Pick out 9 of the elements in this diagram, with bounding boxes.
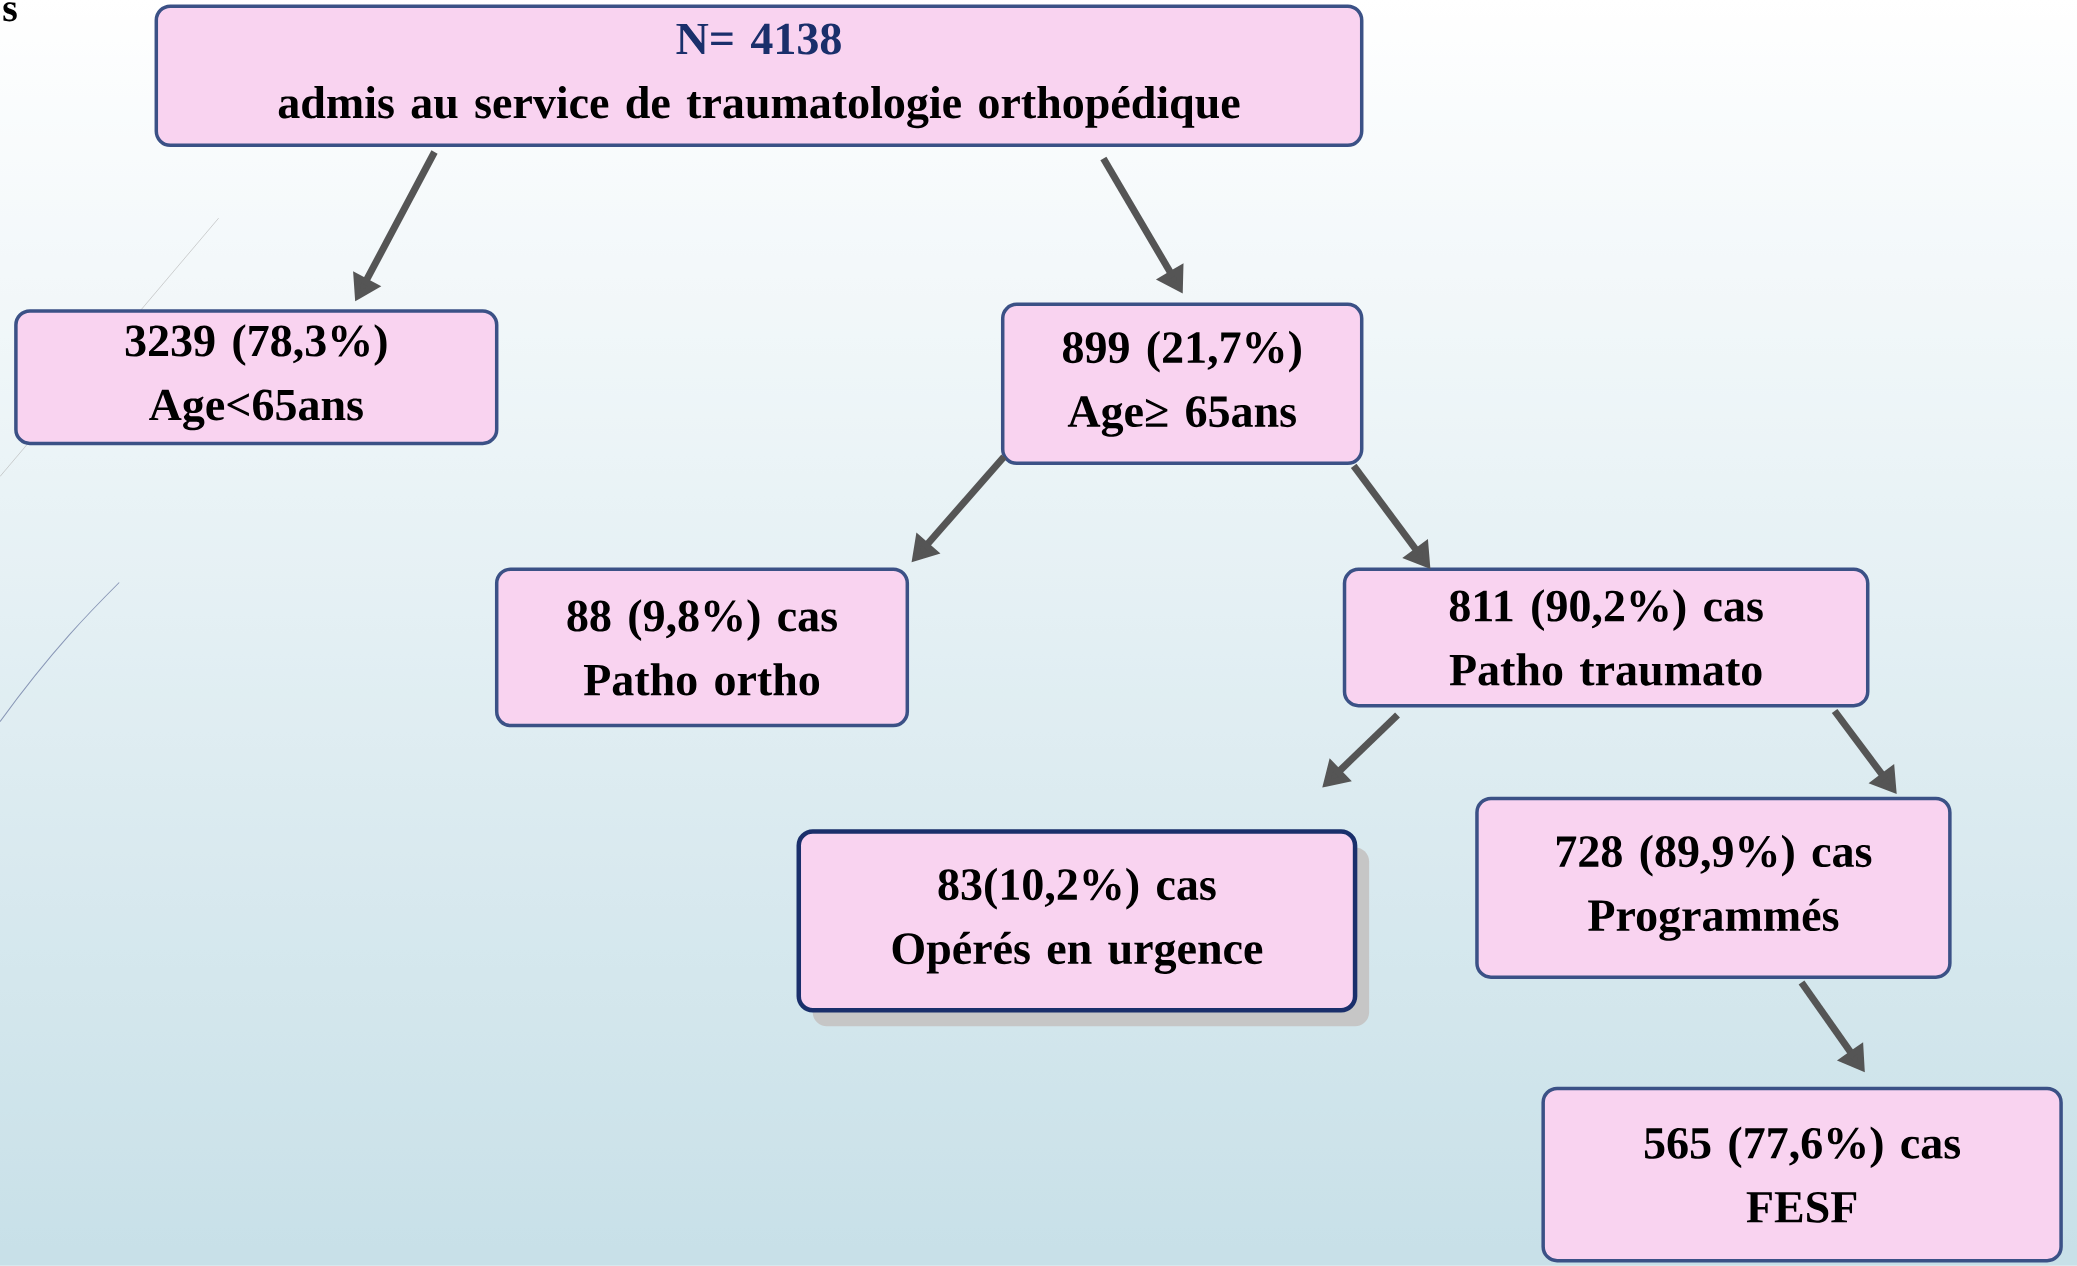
box: 899 (21,7%) Age≥ 65ans — [1000, 302, 1364, 466]
box: 565 (77,6%) cas FESF — [1541, 1086, 2063, 1263]
title-fragment: s — [3, 2, 17, 22]
box: 83(10,2%) cas Opérés en urgence — [796, 829, 1370, 1027]
box: 3239 (78,3%) Age<65ans — [14, 309, 499, 446]
box: N= 4138 admis au service de traumatologie orthopédique — [154, 4, 1364, 148]
box: 88 (9,8%) cas Patho ortho — [494, 567, 910, 728]
box: 728 (89,9%) cas Programmés — [1475, 796, 1952, 979]
box: 811 (90,2%) cas Patho traumato — [1342, 567, 1870, 708]
